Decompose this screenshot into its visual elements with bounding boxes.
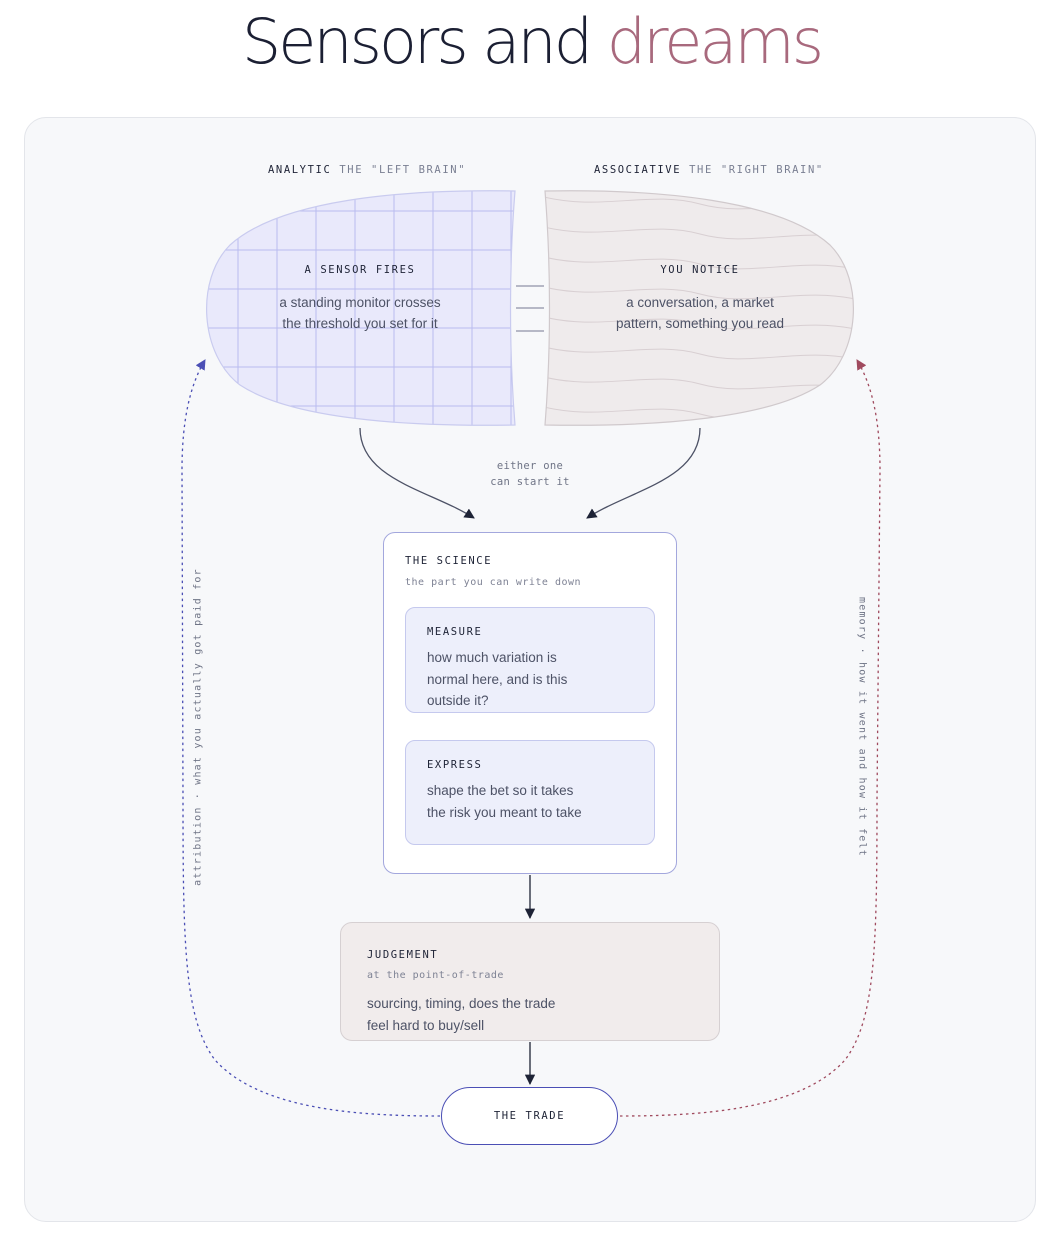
measure-description: how much variation is normal here, and i… <box>427 647 647 712</box>
page-title: Sensors and dreams <box>0 2 1051 82</box>
merge-note-line: can start it <box>490 476 570 488</box>
analytic-label: ANALYTIC <box>268 164 332 176</box>
title-main: Sensors and <box>241 5 593 78</box>
associative-lobe <box>544 190 854 426</box>
analytic-header: ANALYTIC THE "LEFT BRAIN" <box>268 164 466 176</box>
measure-line: normal here, and is this <box>427 671 568 687</box>
measure-line: how much variation is <box>427 650 557 665</box>
judgement-title: JUDGEMENT <box>367 949 439 961</box>
science-box: THE SCIENCE the part you can write down … <box>383 532 677 874</box>
judgement-subtitle: at the point-of-trade <box>367 970 504 981</box>
title-accent: dreams <box>606 5 824 78</box>
measure-box: MEASURE how much variation is normal her… <box>405 607 655 713</box>
associative-sublabel: THE "RIGHT BRAIN" <box>689 164 824 176</box>
analytic-desc-line: a standing monitor crosses <box>279 295 441 310</box>
hemisphere-bridge <box>516 285 544 332</box>
express-box: EXPRESS shape the bet so it takes the ri… <box>405 740 655 845</box>
associative-lobe-description: a conversation, a market pattern, someth… <box>580 292 820 334</box>
express-line: the risk you meant to take <box>427 804 582 820</box>
measure-line: outside it? <box>427 693 489 708</box>
analytic-sublabel: THE "LEFT BRAIN" <box>339 164 467 176</box>
express-line: shape the bet so it takes <box>427 783 574 798</box>
judgement-line: sourcing, timing, does the trade <box>367 996 556 1011</box>
analytic-lobe-title: A SENSOR FIRES <box>304 264 416 276</box>
judgement-line: feel hard to buy/sell <box>367 1017 485 1033</box>
analytic-lobe-description: a standing monitor crosses the threshold… <box>240 292 480 334</box>
associative-desc-line: a conversation, a market <box>626 295 774 310</box>
associative-header: ASSOCIATIVE THE "RIGHT BRAIN" <box>594 164 824 176</box>
merge-note: either one can start it <box>460 458 600 490</box>
feedback-left-label: attribution · what you actually got paid… <box>192 568 204 886</box>
associative-label: ASSOCIATIVE <box>594 164 682 176</box>
arrow-associative-to-science <box>586 427 701 519</box>
judgement-box: JUDGEMENT at the point-of-trade sourcing… <box>340 922 720 1041</box>
analytic-desc-line: the threshold you set for it <box>282 316 438 331</box>
judgement-description: sourcing, timing, does the trade feel ha… <box>367 993 697 1036</box>
associative-desc-line: pattern, something you read <box>615 316 785 331</box>
merge-note-line: either one <box>496 460 564 472</box>
trade-node: THE TRADE <box>441 1087 618 1145</box>
feedback-left-loop <box>181 359 441 1117</box>
feedback-right-loop <box>619 359 881 1117</box>
measure-title: MEASURE <box>427 626 483 638</box>
feedback-right-label: memory · how it went and how it felt <box>856 597 868 857</box>
analytic-lobe <box>206 190 516 426</box>
trade-label: THE TRADE <box>493 1110 566 1122</box>
science-title: THE SCIENCE <box>405 555 493 567</box>
science-subtitle: the part you can write down <box>405 577 582 588</box>
express-title: EXPRESS <box>427 759 483 771</box>
express-description: shape the bet so it takes the risk you m… <box>427 780 652 823</box>
associative-lobe-title: YOU NOTICE <box>660 264 740 276</box>
arrow-analytic-to-science <box>359 427 475 519</box>
